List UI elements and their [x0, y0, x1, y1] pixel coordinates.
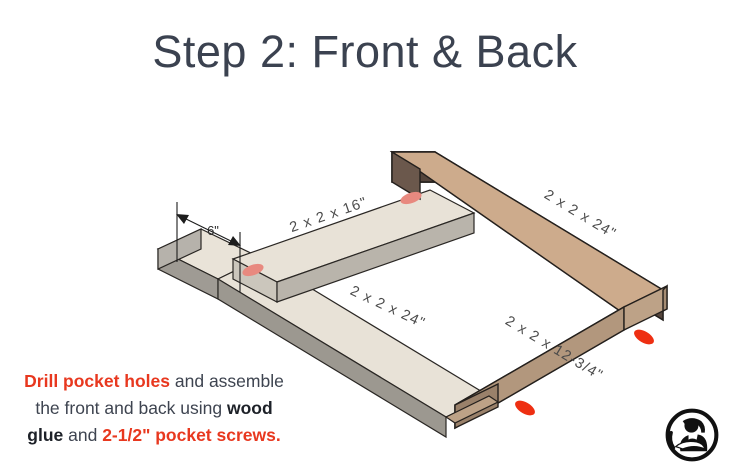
caption-bold-glue: glue	[27, 425, 64, 445]
caption-line-3: glue and 2-1/2" pocket screws.	[8, 422, 300, 449]
caption-line2-lead: the front and back using	[35, 398, 227, 418]
pocket-hole-top-rail-right	[400, 191, 422, 205]
caption-bold-wood: wood	[226, 398, 273, 418]
pocket-hole-top-rail-left	[242, 263, 264, 277]
caption-line3-mid: and	[63, 425, 103, 445]
board-bottom-rail-2x2x12-34	[454, 285, 668, 430]
caption-line-2: the front and back using wood	[8, 395, 300, 422]
pocket-hole-corner-right	[634, 329, 654, 345]
pocket-holes-group	[242, 191, 654, 416]
caption-highlight-pocket-holes: Drill pocket holes	[24, 371, 171, 391]
setback-dimension-group: 6"	[176, 202, 241, 292]
instruction-caption: Drill pocket holes and assemble the fron…	[8, 368, 300, 449]
setback-dimension-label: 6"	[207, 223, 219, 238]
board-right-rail-2x2x24	[389, 150, 665, 322]
board-right-corner-cap	[623, 284, 668, 332]
caption-line-1: Drill pocket holes and assemble	[8, 368, 300, 395]
woodworker-circle-logo	[665, 408, 719, 462]
board-bottom-end-cap	[444, 395, 500, 424]
caption-line1-rest: and assemble	[170, 371, 284, 391]
caption-highlight-screws: 2-1/2" pocket screws.	[102, 425, 281, 445]
page-title: Step 2: Front & Back	[152, 26, 578, 77]
pocket-hole-corner-bottom	[515, 400, 535, 416]
